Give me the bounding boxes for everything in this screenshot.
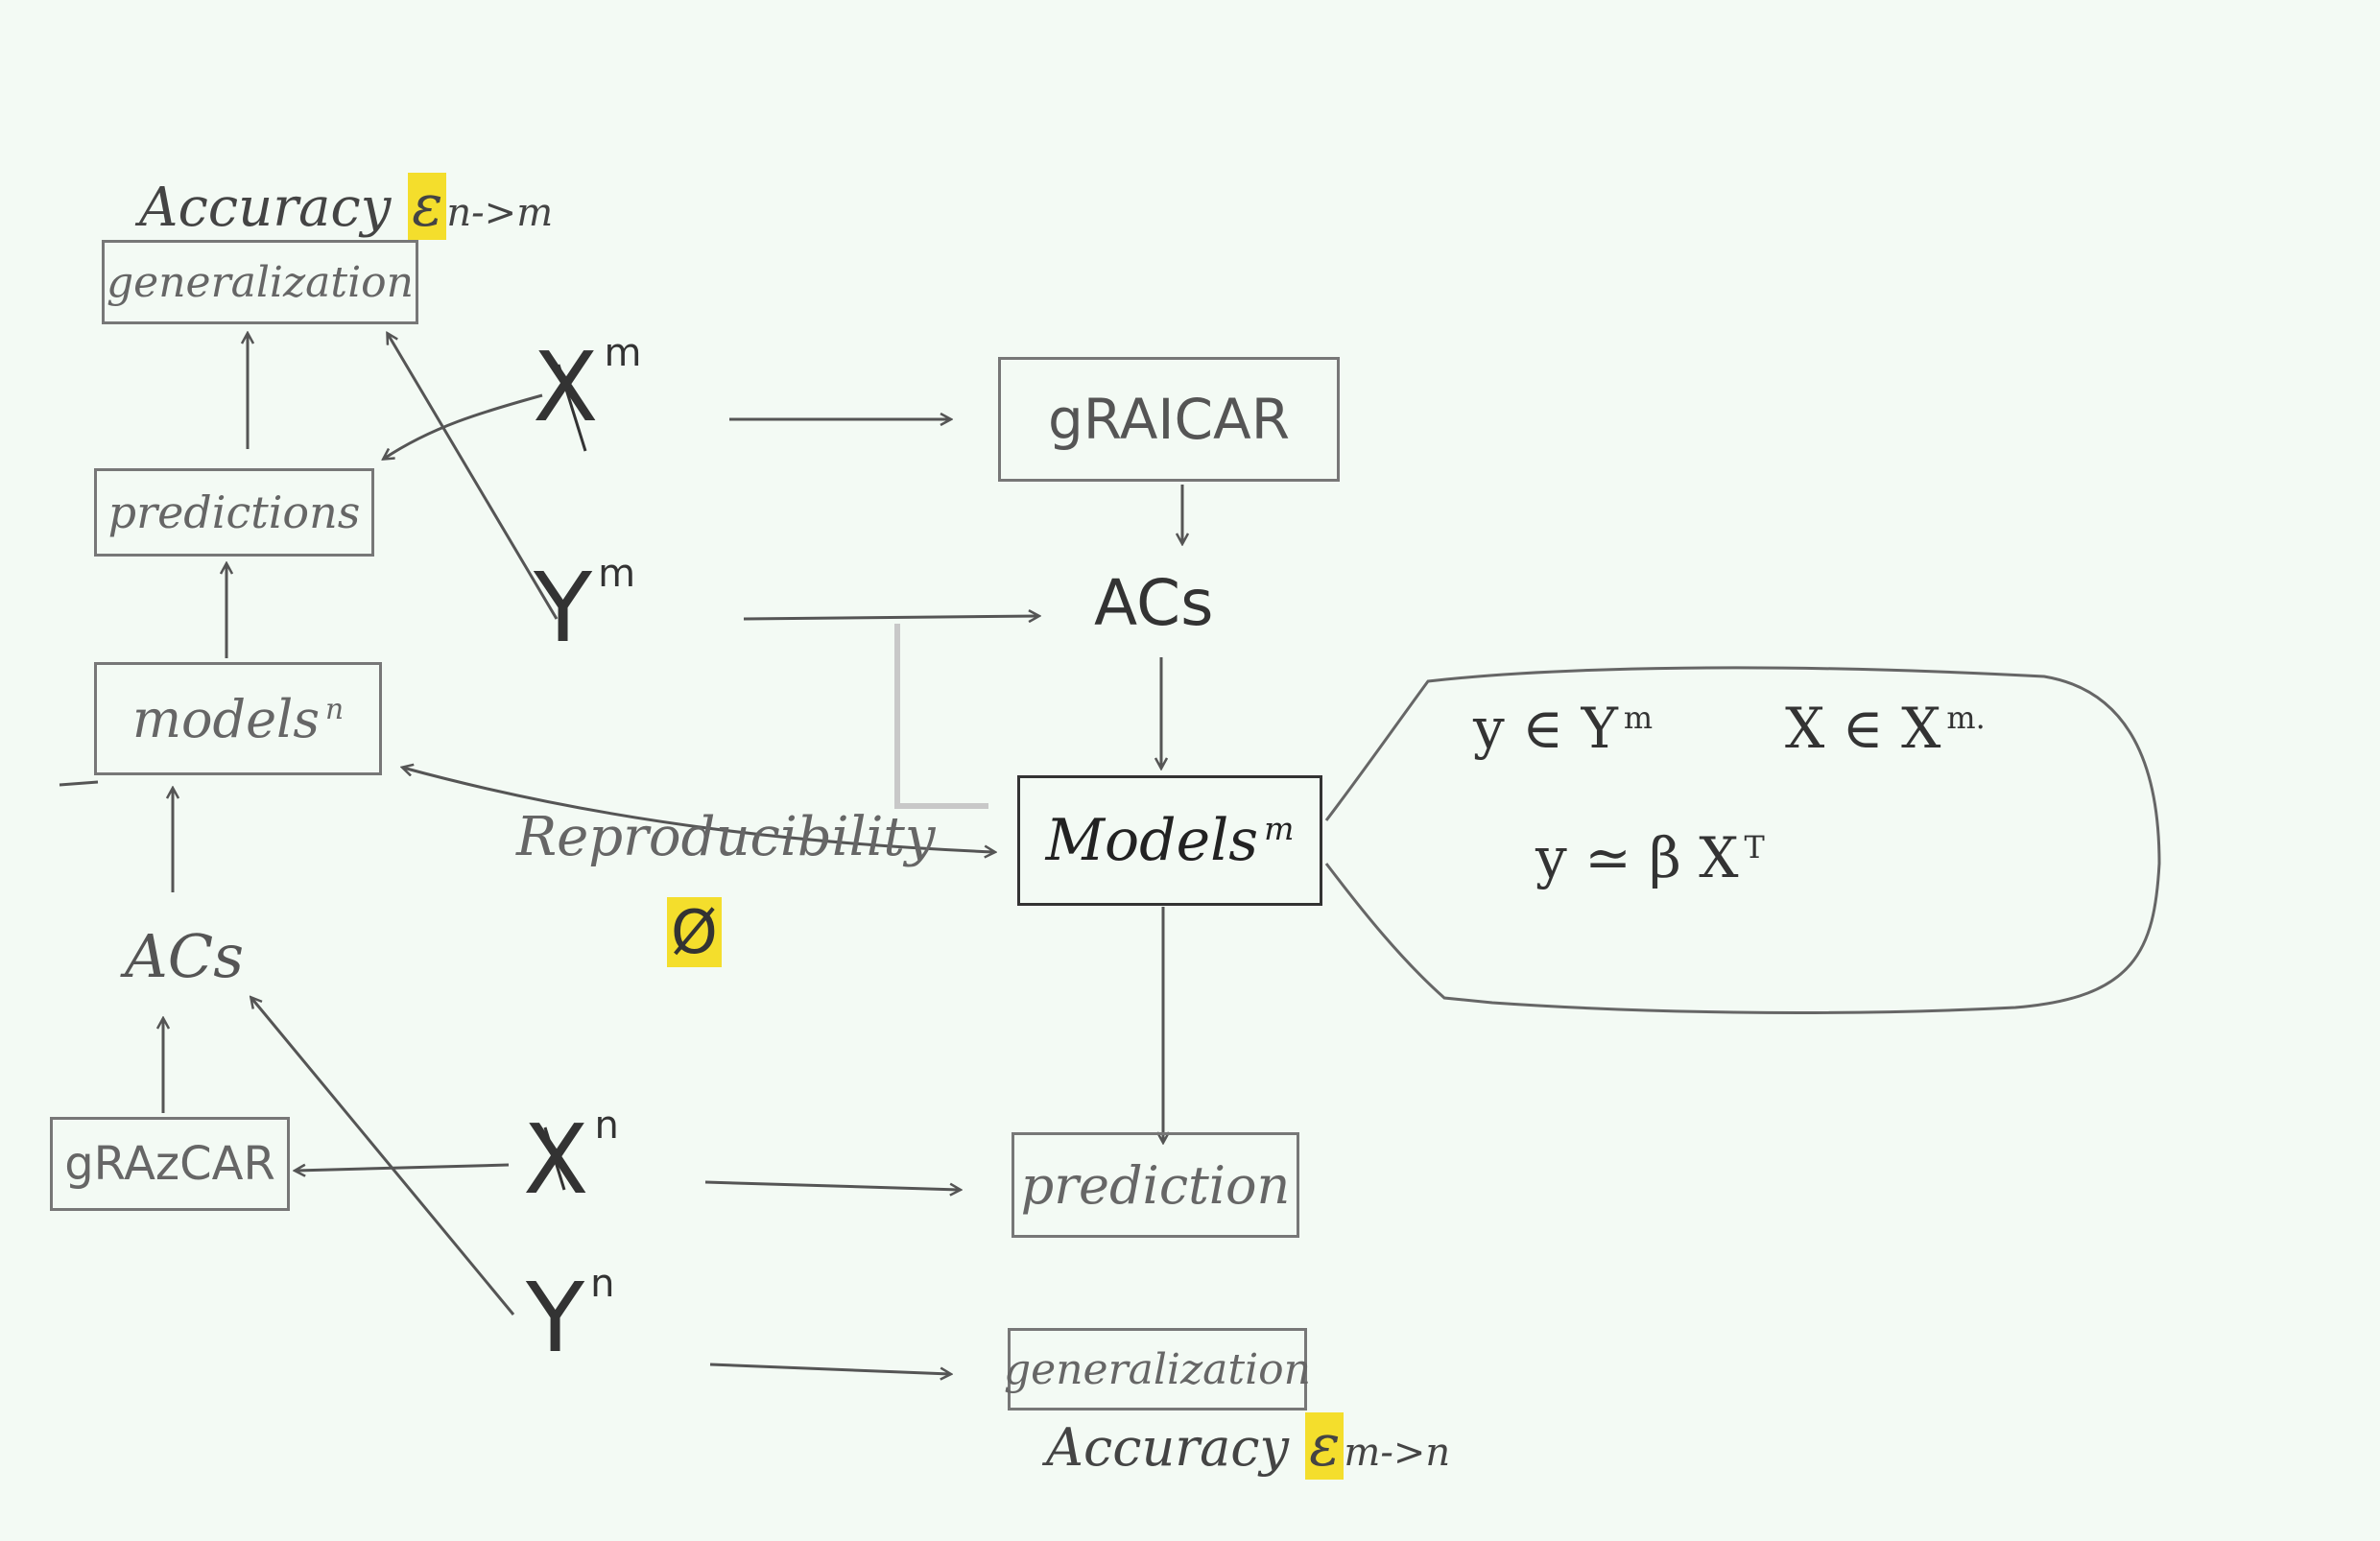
predictions-text: predictions [107, 486, 361, 538]
arrow-ym-to-acs [743, 616, 1038, 619]
generalization-box-top: generalization [102, 240, 418, 324]
arrow-yn-to-generalization [709, 1363, 950, 1374]
epsilon-highlight-top: ε [408, 173, 447, 240]
acs-label-left: ACs [125, 921, 245, 991]
grazcar-box: gRAzCAR [50, 1117, 290, 1211]
callout-bubble [1324, 666, 2161, 1014]
prediction-box: prediction [1012, 1132, 1299, 1238]
arrow-xn-to-prediction [704, 1180, 960, 1190]
generalization-box-bottom: generalization [1004, 1328, 1311, 1411]
acs-label-right: ACs [1094, 566, 1214, 640]
gralcar-text: gRAICAR [1047, 387, 1291, 452]
arrow-xn-to-grazcar [296, 1163, 510, 1171]
reproducibility-label: Reproducibility [516, 806, 936, 868]
generalization-text-top: generalization [107, 257, 414, 307]
epsilon-highlight-bottom: ε [1305, 1412, 1345, 1480]
arrow-yn-to-acs [251, 998, 515, 1316]
faint-outline [894, 624, 988, 809]
prediction-text: prediction [1020, 1154, 1291, 1216]
generalization-text-bottom: generalization [1004, 1344, 1311, 1394]
arrow-reproducibility [403, 768, 994, 852]
phi-symbol: Ø [667, 897, 722, 967]
predictions-box: predictions [94, 468, 374, 557]
phi-highlight: Ø [667, 897, 722, 967]
grazcar-text: gRAzCAR [64, 1137, 275, 1191]
arrow-ym-to-generalization [388, 334, 559, 620]
arrow-xm-to-predictions [384, 393, 543, 459]
gralcar-box: gRAICAR [998, 357, 1340, 482]
